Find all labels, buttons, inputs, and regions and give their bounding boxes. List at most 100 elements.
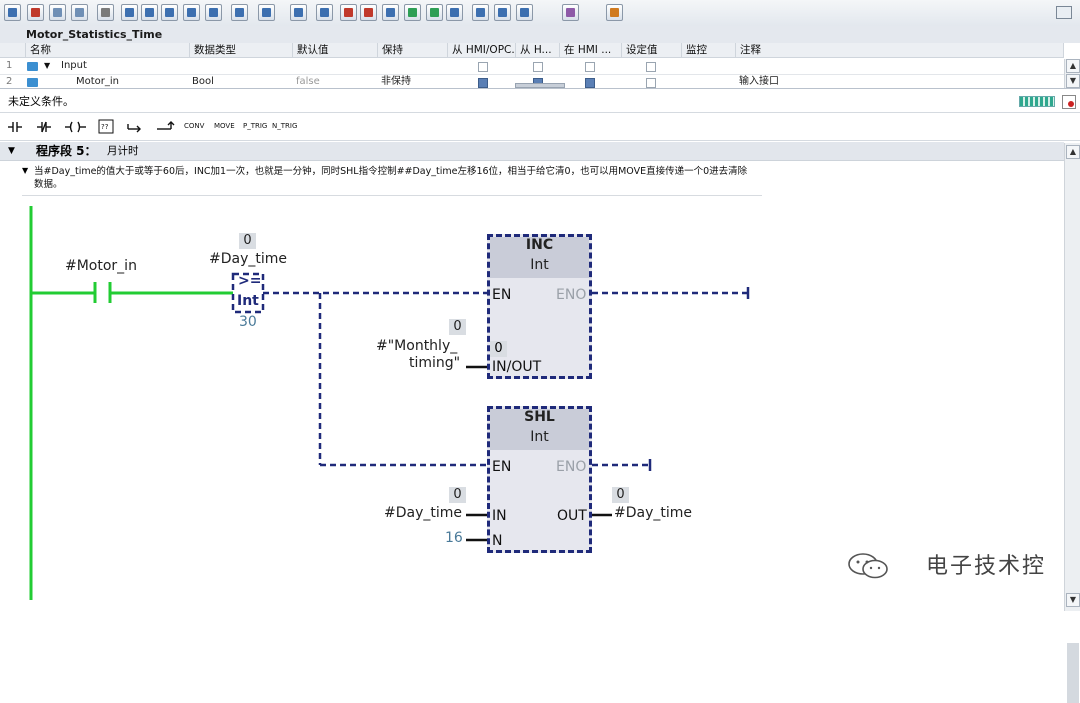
shl-n-operand[interactable]: 16 <box>445 530 463 546</box>
breakpoint-icon[interactable] <box>1062 95 1076 109</box>
collapse-triangle-icon[interactable]: ▼ <box>22 166 29 175</box>
no-contact-icon[interactable] <box>8 122 22 132</box>
shl-en-pin: EN <box>492 459 512 475</box>
ladder-wiring <box>29 206 750 600</box>
network-header[interactable]: ▼ 程序段 5： 月计时 <box>0 142 1064 161</box>
jump-network-icon[interactable] <box>258 4 275 21</box>
inc-operand-line1[interactable]: #"Monthly_ <box>376 338 458 354</box>
setpoint-checkbox[interactable] <box>646 62 656 72</box>
scroll-thumb[interactable] <box>1067 643 1079 703</box>
insert-row-icon[interactable] <box>49 4 66 21</box>
setpoint-checkbox[interactable] <box>646 78 656 88</box>
shl-in-operand[interactable]: #Day_time <box>384 505 463 521</box>
shl-in-pin: IN <box>492 508 507 524</box>
column-header-default[interactable]: 默认值 <box>293 43 378 58</box>
open-branch-icon[interactable] <box>127 124 141 133</box>
editor-scrollbar[interactable]: ▲ ▼ <box>1064 143 1080 703</box>
call-structure-icon[interactable] <box>494 4 511 21</box>
favorites-bar-icon[interactable] <box>316 4 333 21</box>
column-header-retain[interactable]: 保持 <box>378 43 448 58</box>
conv-button[interactable]: CONV <box>184 122 205 130</box>
insert-network-icon[interactable] <box>4 4 21 21</box>
append-row-icon[interactable] <box>71 4 88 21</box>
column-header-hmi-writable[interactable]: 从 H... <box>516 43 560 58</box>
move-button[interactable]: MOVE <box>214 122 235 130</box>
close-branch-icon[interactable] <box>155 119 177 135</box>
update-icon[interactable] <box>426 4 443 21</box>
contact-operand[interactable]: #Motor_in <box>65 258 137 274</box>
column-header-datatype[interactable]: 数据类型 <box>190 43 293 58</box>
coil-icon[interactable] <box>65 121 86 133</box>
expand-all-icon[interactable] <box>161 4 178 21</box>
scroll-down-icon[interactable]: ▼ <box>1066 74 1080 88</box>
empty-box-icon[interactable]: ?? <box>98 119 114 134</box>
splitter-handle[interactable] <box>515 83 565 88</box>
network-comment[interactable]: 当#Day_time的值大于或等于60后，INC加1一次，也就是一分钟，同时SH… <box>34 166 748 190</box>
block-interface-table: 名称 数据类型 默认值 保持 从 HMI/OPC... 从 H... 在 HMI… <box>0 43 1080 89</box>
network-comments-icon[interactable] <box>183 4 200 21</box>
shl-out-operand[interactable]: #Day_time <box>614 505 693 521</box>
n-trig-button[interactable]: N_TRIG <box>272 122 298 130</box>
memory-usage-icon <box>1019 96 1055 107</box>
delete-network-icon[interactable] <box>27 4 44 21</box>
p-trig-button[interactable]: P_TRIG <box>243 122 268 130</box>
inc-operand-line2[interactable]: timing" <box>409 355 461 371</box>
show-comments-icon[interactable] <box>290 4 307 21</box>
open-all-networks-icon[interactable] <box>205 4 222 21</box>
favorites-icon[interactable] <box>121 4 138 21</box>
compare-operator[interactable]: >= <box>238 273 262 289</box>
column-header-hmi-access[interactable]: 从 HMI/OPC... <box>448 43 516 58</box>
hmi-access-checkbox[interactable] <box>478 62 488 72</box>
inc-datatype[interactable]: Int <box>530 257 549 273</box>
compare-in2-operand[interactable]: 30 <box>239 314 257 330</box>
hmi-visible-checkbox[interactable] <box>585 62 595 72</box>
column-header-hmi-visible[interactable]: 在 HMI ... <box>560 43 622 58</box>
compare-in1-operand[interactable]: #Day_time <box>209 251 288 267</box>
cross-reference-icon[interactable] <box>472 4 489 21</box>
hmi-access-checkbox[interactable] <box>478 78 488 88</box>
go-online-icon[interactable] <box>404 4 421 21</box>
inc-instruction-box[interactable]: INC Int EN ENO IN/OUT 0 <box>487 234 592 379</box>
collapse-triangle-icon[interactable]: ▼ <box>44 61 51 70</box>
row-comment[interactable]: 输入接口 <box>739 76 779 87</box>
close-all-networks-icon[interactable] <box>231 4 248 21</box>
hmi-visible-checkbox[interactable] <box>585 78 595 88</box>
row-name[interactable]: Motor_in <box>76 76 120 87</box>
input-section-icon <box>27 62 38 71</box>
ladder-network: #Motor_in 0 #Day_time >= Int 30 INC Int … <box>0 200 1064 611</box>
shl-in-value: 0 <box>449 487 466 503</box>
network-title[interactable]: 月计时 <box>107 145 139 157</box>
row-retain[interactable]: 非保持 <box>381 76 411 87</box>
shl-instruction-box[interactable]: SHL Int EN ENO IN N OUT <box>487 406 592 553</box>
collapse-all-icon[interactable] <box>141 4 158 21</box>
column-header-comment[interactable]: 注释 <box>736 43 1064 58</box>
ladder-basic-elements: ?? <box>8 119 141 134</box>
instruction-profile-icon[interactable] <box>446 4 463 21</box>
column-header-monitor[interactable]: 监控 <box>682 43 736 58</box>
monitor-icon[interactable] <box>382 4 399 21</box>
collapse-triangle-icon[interactable]: ▼ <box>8 146 15 156</box>
block-title: Motor_Statistics_Time <box>26 28 163 41</box>
data-block-icon[interactable] <box>606 4 623 21</box>
column-header-name[interactable]: 名称 <box>26 43 190 58</box>
compare-type[interactable]: Int <box>237 293 259 309</box>
nc-contact-icon[interactable] <box>37 121 51 133</box>
shl-eno-pin: ENO <box>556 459 587 475</box>
prev-error-icon[interactable] <box>360 4 377 21</box>
shl-datatype[interactable]: Int <box>530 429 549 445</box>
absolute-operands-icon[interactable] <box>97 4 114 21</box>
window-layout-icon[interactable] <box>1056 6 1072 19</box>
row-datatype[interactable]: Bool <box>192 76 214 87</box>
hmi-writable-checkbox[interactable] <box>533 62 543 72</box>
column-header-setpoint[interactable]: 设定值 <box>622 43 682 58</box>
monitoring-glasses-icon[interactable] <box>562 4 579 21</box>
next-error-icon[interactable] <box>340 4 357 21</box>
refresh-icon[interactable] <box>516 4 533 21</box>
scroll-up-icon[interactable]: ▲ <box>1066 59 1080 73</box>
row-default[interactable]: false <box>296 76 320 87</box>
scroll-up-icon[interactable]: ▲ <box>1066 145 1080 159</box>
table-scrollbar[interactable]: ▲ ▼ <box>1064 59 1080 88</box>
scroll-down-icon[interactable]: ▼ <box>1066 593 1080 607</box>
row-name: Input <box>61 60 87 71</box>
editor-toolbar <box>0 0 1080 27</box>
